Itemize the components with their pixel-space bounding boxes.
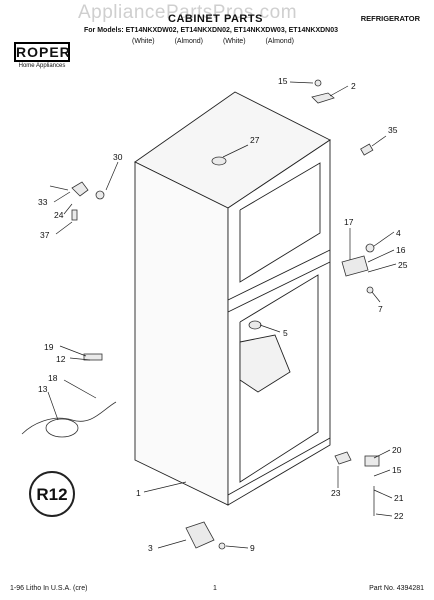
screw-9 xyxy=(218,542,226,550)
part-5 xyxy=(248,320,262,330)
parts-drawing xyxy=(21,79,380,550)
badge-label: R12 xyxy=(36,485,67,504)
callout-label: 23 xyxy=(331,488,341,498)
cabinet-right-side xyxy=(227,139,331,506)
callout-label: 19 xyxy=(44,342,54,352)
part-20 xyxy=(364,455,380,467)
bottom-hinge xyxy=(334,451,352,465)
callout-label: 13 xyxy=(38,384,48,394)
cord-coil xyxy=(45,418,79,438)
bracket-30 xyxy=(71,181,89,197)
washer-7 xyxy=(366,286,374,294)
callout-label: 25 xyxy=(398,260,408,270)
callout-label: 18 xyxy=(48,373,58,383)
watermark: AppliancePartsPros.com xyxy=(78,2,298,23)
callout-label: 3 xyxy=(148,543,153,553)
callout-label: 30 xyxy=(113,152,123,162)
callout-label: 2 xyxy=(351,81,356,91)
divider-rail-lower xyxy=(227,261,331,313)
screw-37 xyxy=(71,209,78,221)
callout-label: 24 xyxy=(54,210,64,220)
model-list: For Models: ET14NKXDW02, ET14NKXDN02, ET… xyxy=(84,27,339,34)
callout-label: 21 xyxy=(394,493,404,503)
power-cord xyxy=(21,401,117,435)
color-variant: (Almond) xyxy=(174,38,203,45)
badge-circle xyxy=(29,471,75,517)
part-number: Part No. 4394281 xyxy=(369,585,424,592)
color-variants: (White) (Almond) (White) (Almond) xyxy=(132,38,392,45)
r12-badge: R12 xyxy=(29,471,75,517)
washer-24 xyxy=(95,190,105,200)
callout-label: 33 xyxy=(38,197,48,207)
callout-label: 1 xyxy=(136,488,141,498)
crisper-recess xyxy=(239,334,291,393)
hinge-screw xyxy=(314,79,322,87)
callout-label: 20 xyxy=(392,445,402,455)
brand-name: ROPER xyxy=(14,42,71,62)
cabinet-left-side xyxy=(134,161,229,506)
cabinet-drawing xyxy=(134,91,331,506)
callout-label: 12 xyxy=(56,354,66,364)
center-hinge xyxy=(341,255,369,277)
print-info: 1-96 Litho In U.S.A. (cre) xyxy=(10,585,88,592)
brand-tagline: Home Appliances xyxy=(18,63,66,69)
page-number: 1 xyxy=(213,585,217,592)
cap-27 xyxy=(211,156,227,166)
callout-label: 15 xyxy=(278,76,288,86)
page-title: CABINET PARTS xyxy=(168,13,263,25)
leader-lines xyxy=(47,81,397,549)
callout-label: 27 xyxy=(250,135,260,145)
callout-label: 16 xyxy=(396,245,406,255)
callout-label: 37 xyxy=(40,230,50,240)
screw-33 xyxy=(49,185,69,191)
color-variant: (White) xyxy=(222,38,246,45)
callout-label: 7 xyxy=(378,304,383,314)
brand-logo: ROPER Home Appliances xyxy=(14,42,70,69)
part-19 xyxy=(83,353,103,361)
divider-rail xyxy=(227,249,331,301)
washer-4 xyxy=(365,243,375,253)
callout-labels: 15 2 35 27 30 33 24 37 17 4 16 25 7 5 19… xyxy=(38,76,408,553)
plug-35 xyxy=(360,143,374,156)
callout-label: 17 xyxy=(344,217,354,227)
callout-label: 4 xyxy=(396,228,401,238)
callout-label: 5 xyxy=(283,328,288,338)
color-variant: (Almond) xyxy=(265,38,294,45)
callout-label: 9 xyxy=(250,543,255,553)
bottom-rail xyxy=(227,437,331,496)
lower-hinge-3 xyxy=(185,521,215,549)
top-hinge xyxy=(311,92,335,104)
liner-fresh xyxy=(239,274,319,483)
category-label: REFRIGERATOR xyxy=(360,14,420,23)
callout-label: 35 xyxy=(388,125,398,135)
callout-label: 22 xyxy=(394,511,404,521)
color-variant: (White) xyxy=(132,38,155,45)
liner-freezer xyxy=(239,162,321,283)
callout-label: 15 xyxy=(392,465,402,475)
